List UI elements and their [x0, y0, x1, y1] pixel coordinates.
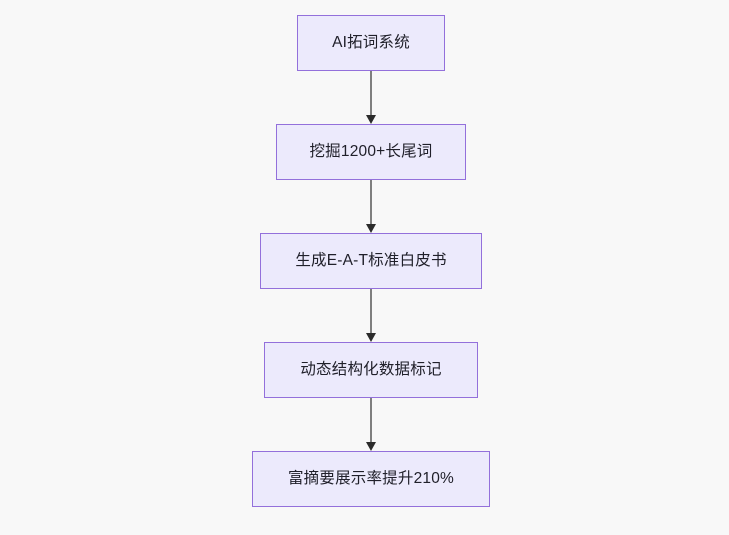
flow-edge-n2-to-n3 [365, 180, 377, 233]
flow-node-n5[interactable]: 富摘要展示率提升210% [252, 451, 490, 507]
flow-node-n1[interactable]: AI拓词系统 [297, 15, 445, 71]
flow-edge-n3-to-n4 [365, 289, 377, 342]
flow-node-n2[interactable]: 挖掘1200+长尾词 [276, 124, 466, 180]
edge-line [370, 398, 372, 442]
flow-node-label: 富摘要展示率提升210% [287, 470, 455, 488]
flow-node-label: 生成E-A-T标准白皮书 [295, 252, 447, 270]
flow-edge-n4-to-n5 [365, 398, 377, 451]
flow-node-n3[interactable]: 生成E-A-T标准白皮书 [260, 233, 482, 289]
edge-line [370, 71, 372, 115]
flow-node-label: 动态结构化数据标记 [300, 361, 442, 379]
arrowhead-down-icon [365, 442, 376, 451]
edge-line [370, 289, 372, 333]
flow-node-n4[interactable]: 动态结构化数据标记 [264, 342, 478, 398]
edge-line [370, 180, 372, 224]
flow-node-label: AI拓词系统 [332, 34, 410, 52]
arrowhead-down-icon [365, 333, 376, 342]
arrowhead-down-icon [365, 115, 376, 124]
flow-node-label: 挖掘1200+长尾词 [309, 143, 433, 161]
arrowhead-down-icon [365, 224, 376, 233]
flow-edge-n1-to-n2 [365, 71, 377, 124]
